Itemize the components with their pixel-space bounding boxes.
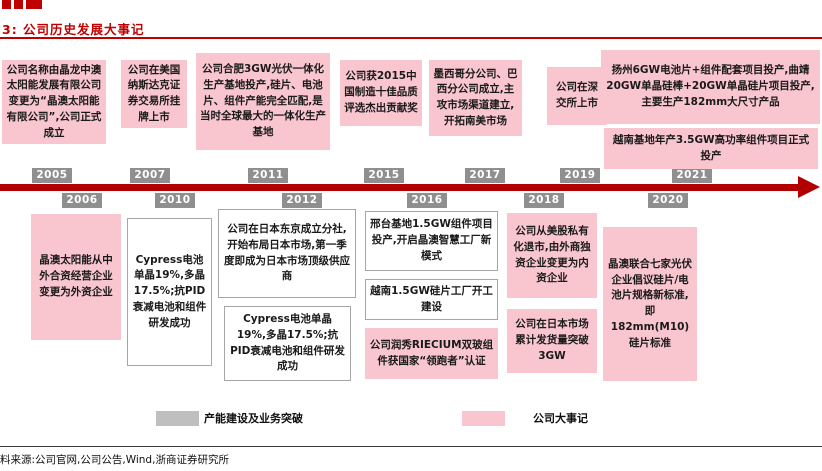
event-box-2018-a: 公司从美股私有化退市,由外商独资企业变更为内资企业 <box>507 213 597 298</box>
event-box-2015: 公司获2015中国制造十佳品质评选杰出贡献奖 <box>340 60 422 126</box>
year-label-2012: 2012 <box>282 193 322 208</box>
year-label-2020: 2020 <box>648 193 688 208</box>
logo-mark-icon <box>26 0 42 9</box>
year-label-2005: 2005 <box>32 168 72 183</box>
event-box-2016-c: 公司润秀RIECIUM双玻组件获国家“领跑者”认证 <box>365 328 498 379</box>
year-label-2019: 2019 <box>560 168 600 183</box>
title-divider <box>0 37 822 39</box>
year-label-2011: 2011 <box>248 168 288 183</box>
event-box-2007: 公司在美国纳斯达克证券交易所挂牌上市 <box>121 60 187 128</box>
logo-mark-icon <box>2 0 11 9</box>
event-box-2020: 晶澳联合七家光伏企业倡议硅片/电池片规格新标准,即182mm(M10)硅片标准 <box>603 227 697 381</box>
legend-label-capacity: 产能建设及业务突破 <box>204 412 303 425</box>
event-box-2021-b: 越南基地年产3.5GW高功率组件项目正式投产 <box>604 128 818 169</box>
year-label-2021: 2021 <box>672 168 712 183</box>
year-label-2017: 2017 <box>465 168 505 183</box>
figure-title: 3: 公司历史发展大事记 <box>2 22 145 37</box>
legend-label-milestone: 公司大事记 <box>533 412 588 425</box>
logo-mark-icon <box>14 0 23 9</box>
event-box-2019: 公司在深交所上市 <box>547 67 607 125</box>
year-label-2018: 2018 <box>524 193 564 208</box>
footer-divider <box>0 446 822 447</box>
year-label-2006: 2006 <box>62 193 102 208</box>
event-box-2017: 墨西哥分公司、巴西分公司成立,主攻市场渠道建立,开拓南美市场 <box>429 60 522 136</box>
event-box-2010: Cypress电池单晶19%,多晶17.5%;抗PID衰减电池和组件研发成功 <box>127 218 212 366</box>
event-box-2012-b: Cypress电池单晶19%,多晶17.5%;抗PID衰减电池和组件研发成功 <box>224 306 351 381</box>
year-label-2015: 2015 <box>364 168 404 183</box>
year-label-2007: 2007 <box>130 168 170 183</box>
event-box-2018-b: 公司在日本市场累计发货量突破3GW <box>507 309 597 373</box>
year-label-2010: 2010 <box>155 193 195 208</box>
timeline-arrow-head-icon <box>798 176 820 198</box>
source-note: 料来源:公司官网,公司公告,Wind,浙商证券研究所 <box>0 454 229 466</box>
legend-swatch-capacity <box>156 411 199 426</box>
legend-swatch-milestone <box>462 411 505 426</box>
event-box-2011: 公司合肥3GW光伏一体化生产基地投产,硅片、电池片、组件产能完全匹配,是当时全球… <box>196 53 330 150</box>
timeline-axis <box>0 184 802 191</box>
logo-fragment-icon <box>2 0 48 11</box>
event-box-2006: 晶澳太阳能从中外合资经营企业变更为外资企业 <box>31 214 121 340</box>
year-label-2016: 2016 <box>407 193 447 208</box>
event-box-2012-a: 公司在日本东京成立分社,开始布局日本市场,第一季度即成为日本市场顶级供应商 <box>218 209 356 298</box>
event-box-2005: 公司名称由晶龙中澳太阳能发展有限公司变更为“晶澳太阳能有限公司”,公司正式成立 <box>2 60 106 144</box>
event-box-2021-a: 扬州6GW电池片+组件配套项目投产,曲靖20GW单晶硅棒+20GW单晶硅片项目投… <box>601 50 820 124</box>
event-box-2016-b: 越南1.5GW硅片工厂开工建设 <box>365 279 498 320</box>
event-box-2016-a: 邢台基地1.5GW组件项目投产,开启晶澳智慧工厂新模式 <box>365 211 498 271</box>
